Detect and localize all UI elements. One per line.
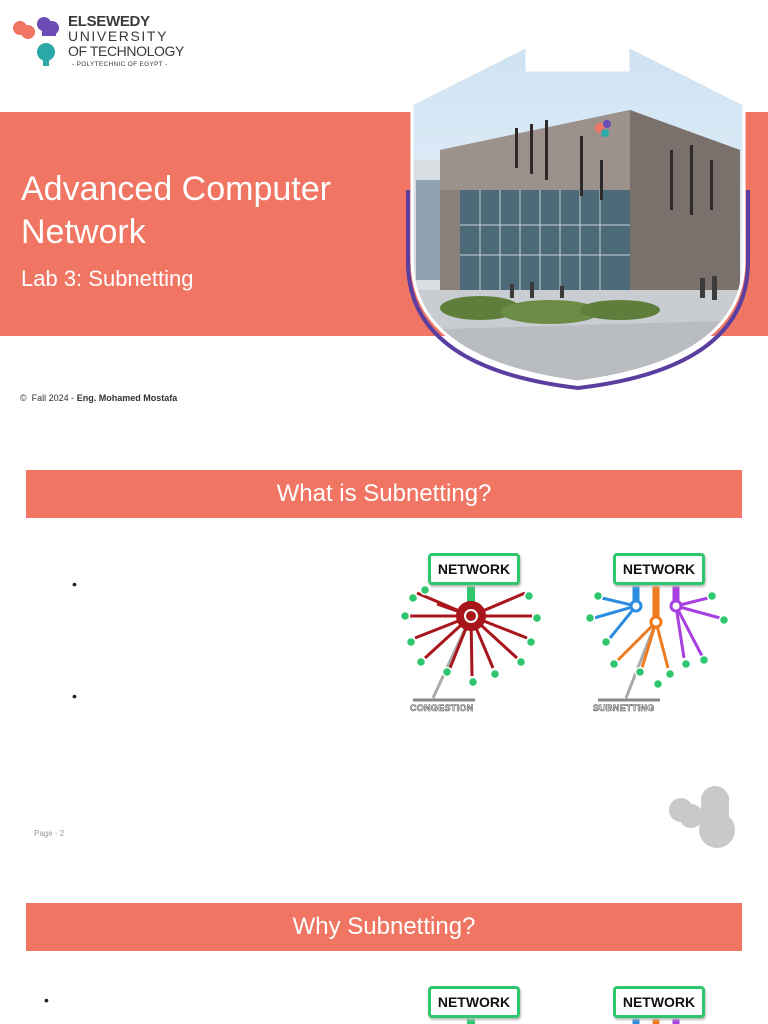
footer-credits: © Fall 2024 - Eng. Mohamed Mostafa [20,393,177,403]
bullet-3: • [44,992,49,1008]
logo-line-1: ELSEWEDY [68,13,150,30]
bullet-2: • [72,688,77,704]
network-box-left: NETWORK [428,553,520,585]
network-box-left-2: NETWORK [428,986,520,1018]
section-heading-why: Why Subnetting? [26,903,742,951]
watermark-logo-icon [669,786,735,848]
footer-term: Fall 2024 - [31,393,75,403]
logo-line-2: UNIVERSITY [68,28,169,44]
logo-tagline: - POLYTECHNIC OF EGYPT - [72,61,168,68]
title-slide: ELSEWEDY UNIVERSITY OF TECHNOLOGY - POLY… [0,0,768,430]
subnetting-caption: SUBNETTING [593,703,655,714]
slide-subtitle: Lab 3: Subnetting [21,266,194,291]
congestion-caption: CONGESTION [410,703,474,714]
campus-building-image [406,43,750,390]
section-heading-what: What is Subnetting? [26,470,742,518]
university-logo-icon [13,17,59,66]
logo-line-3: OF TECHNOLOGY [68,43,184,59]
congestion-diagram [399,578,543,702]
slide-title: Advanced Computer Network [21,170,331,251]
footer-author: Eng. Mohamed Mostafa [76,393,178,403]
network-box-right-2: NETWORK [613,986,705,1018]
page-number: Page - 2 [34,829,65,838]
bullet-1: • [72,576,77,592]
copyright-symbol: © [20,393,27,403]
network-box-right: NETWORK [613,553,705,585]
subnetting-diagram [584,578,730,702]
